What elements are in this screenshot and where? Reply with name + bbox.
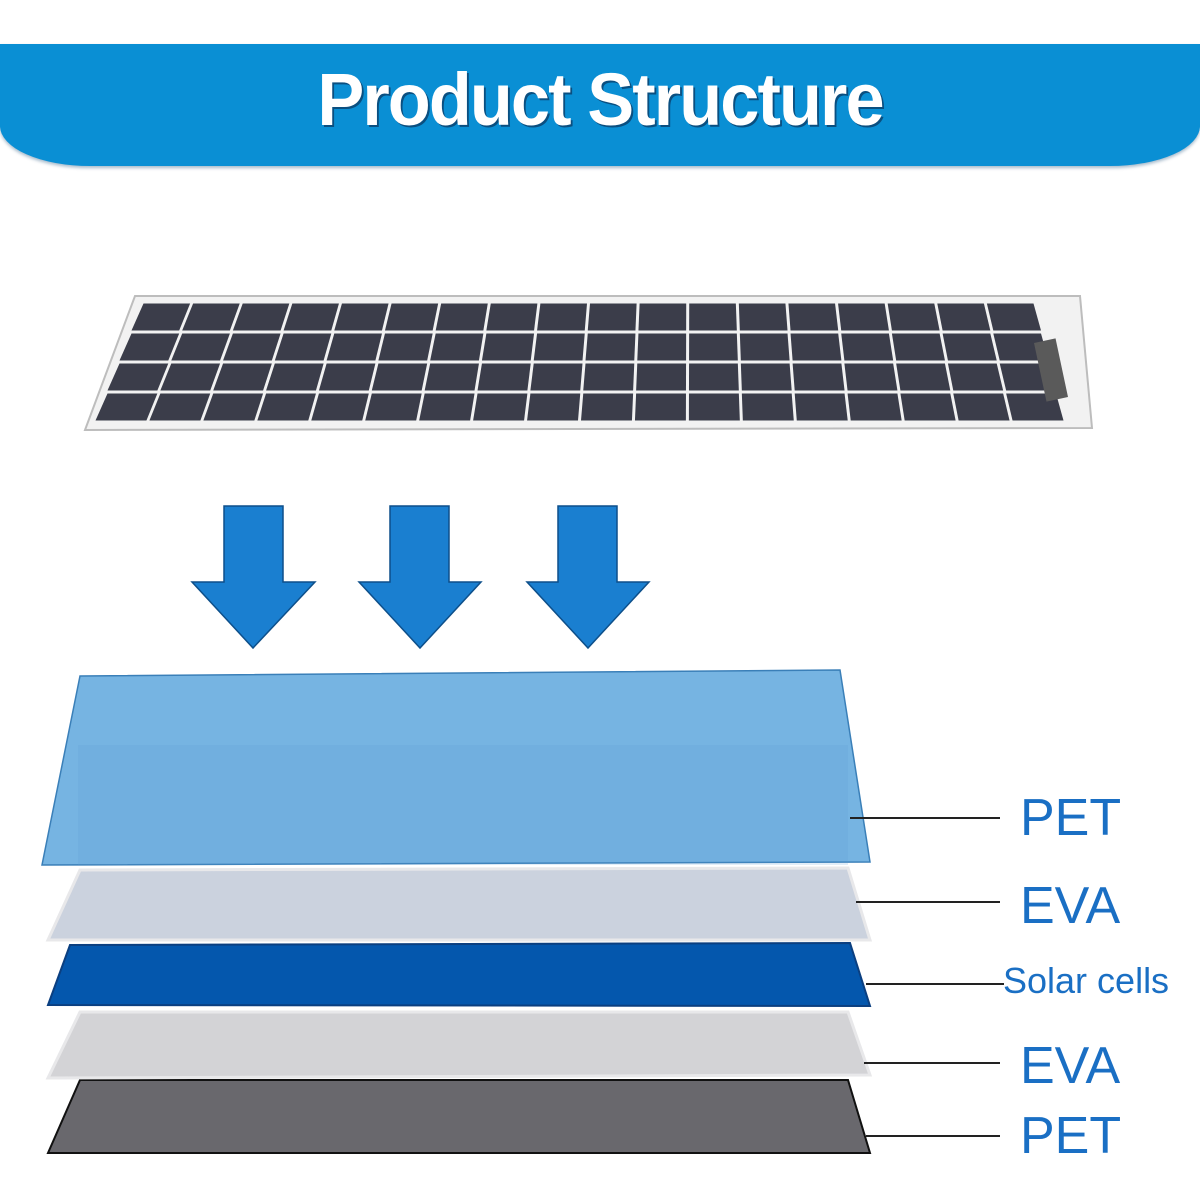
solar-cell	[311, 393, 369, 421]
solar-cell	[378, 333, 433, 361]
solar-cell	[537, 303, 587, 331]
solar-cell	[947, 363, 1004, 391]
layer-pet-top	[41, 669, 871, 866]
solar-cell	[384, 303, 439, 331]
solar-cell	[527, 393, 581, 421]
solar-cell	[792, 363, 845, 391]
solar-cell	[689, 333, 738, 361]
solar-cell	[581, 393, 634, 421]
solar-cell	[738, 303, 788, 331]
solar-cell	[688, 363, 739, 391]
leader-line-eva-top	[856, 901, 1000, 903]
solar-cell	[283, 303, 339, 331]
solar-cell	[790, 333, 842, 361]
solar-cell	[953, 393, 1010, 421]
down-arrow-icon	[357, 505, 483, 650]
page-title: Product Structure	[317, 57, 884, 141]
solar-cell	[365, 393, 422, 421]
solar-cell	[203, 393, 264, 421]
solar-cell	[530, 363, 583, 391]
layer-eva-bottom	[45, 1010, 873, 1080]
solar-cell	[326, 333, 382, 361]
solar-cell	[232, 303, 290, 331]
layer-eva-top	[45, 866, 873, 942]
solar-cell	[638, 303, 687, 331]
label-pet-top: PET	[1020, 789, 1122, 847]
solar-cell	[636, 363, 687, 391]
solar-cell	[95, 393, 158, 421]
label-eva-top: EVA	[1020, 877, 1121, 935]
label-solar-cells: Solar cells	[1003, 960, 1170, 1001]
solar-cell	[900, 393, 956, 421]
solar-cell	[740, 363, 792, 391]
solar-cell	[741, 393, 794, 421]
label-pet-bottom: PET	[1020, 1107, 1122, 1165]
down-arrow-icon	[525, 505, 651, 650]
solar-cell	[119, 333, 180, 361]
solar-cell	[585, 333, 636, 361]
solar-cell	[637, 333, 687, 361]
solar-cell	[896, 363, 951, 391]
solar-cell	[274, 333, 332, 361]
solar-cell	[481, 333, 535, 361]
solar-panel-image	[83, 295, 1094, 432]
solar-cell	[131, 303, 191, 331]
layer-pet-bottom	[46, 1079, 872, 1154]
solar-cell	[419, 393, 475, 421]
solar-cell	[477, 363, 531, 391]
down-arrow-icon	[190, 505, 317, 650]
solar-cell	[473, 393, 528, 421]
solar-cell	[887, 303, 940, 331]
solar-cell	[739, 333, 790, 361]
solar-cell	[213, 363, 272, 391]
solar-cell	[171, 333, 230, 361]
solar-cell	[788, 303, 839, 331]
solar-cell	[794, 393, 848, 421]
solar-cell	[689, 303, 737, 331]
leader-line-pet-top	[850, 817, 1000, 819]
solar-cell	[841, 333, 894, 361]
solar-cell	[634, 393, 686, 421]
solar-cell	[942, 333, 997, 361]
solar-cell	[844, 363, 898, 391]
solar-cell	[318, 363, 376, 391]
solar-cell	[182, 303, 240, 331]
solar-cell	[334, 303, 389, 331]
junction-box	[1034, 338, 1068, 402]
leader-line-solar-cells	[866, 983, 1004, 985]
solar-cell	[986, 303, 1041, 331]
solar-cell	[430, 333, 484, 361]
solar-cell	[847, 393, 902, 421]
solar-cell	[993, 333, 1049, 361]
solar-cell	[838, 303, 889, 331]
arrows-group	[190, 505, 651, 650]
solar-cell	[533, 333, 585, 361]
solar-cell	[587, 303, 637, 331]
leader-line-pet-bottom	[866, 1135, 1000, 1137]
leader-line-eva-bottom	[864, 1062, 1000, 1064]
solar-cell	[223, 333, 281, 361]
label-eva-bottom: EVA	[1020, 1037, 1121, 1095]
solar-cell	[891, 333, 945, 361]
solar-cell	[435, 303, 488, 331]
solar-cell	[371, 363, 428, 391]
solar-cell	[107, 363, 169, 391]
solar-cell	[257, 393, 316, 421]
pet-inner-shade	[78, 745, 848, 865]
panel-cells	[95, 303, 1064, 421]
solar-cell	[583, 363, 635, 391]
solar-cell	[424, 363, 479, 391]
solar-cell	[266, 363, 324, 391]
layer-solar-cells	[46, 941, 872, 1008]
solar-cell	[937, 303, 991, 331]
solar-cell	[486, 303, 538, 331]
header-banner: Product Structure	[0, 44, 1200, 166]
solar-cell	[160, 363, 221, 391]
solar-cell	[149, 393, 211, 421]
solar-cell	[688, 393, 740, 421]
